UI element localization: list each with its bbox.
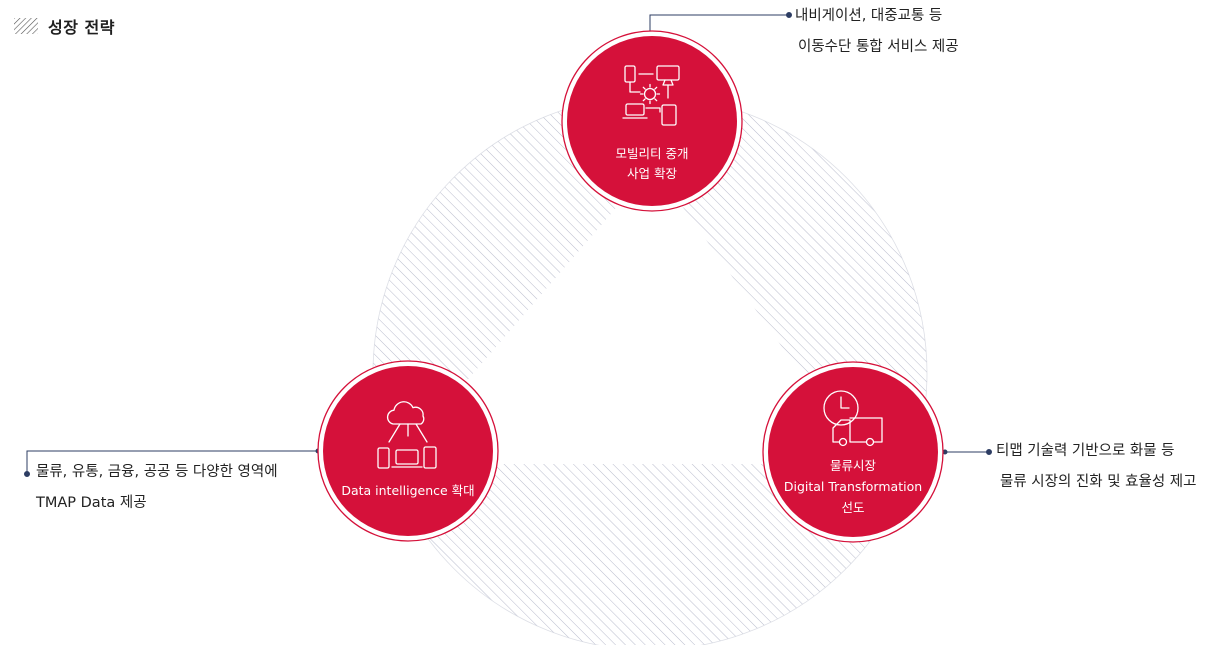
node-mobility-label-1: 모빌리티 중개: [616, 146, 689, 161]
node-mobility-label-2: 사업 확장: [627, 166, 677, 181]
hatched-square-icon: [14, 18, 38, 34]
node-logistics-label-2: Digital Transformation: [784, 479, 922, 494]
section-title: 성장 전략: [14, 14, 115, 38]
device-network-gear-icon: [622, 65, 680, 126]
clock-truck-icon: [823, 390, 883, 447]
node-logistics-label-1: 물류시장: [830, 458, 877, 473]
callout-mobility-line-1: 내비게이션, 대중교통 등: [795, 8, 943, 24]
connector-dot-data-end: [24, 471, 30, 477]
callout-data-line-1: 물류, 유통, 금융, 공공 등 다양한 영역에: [36, 464, 278, 480]
callout-logistics: 티맵 기술력 기반으로 화물 등 물류 시장의 진화 및 효율성 제고: [996, 436, 1196, 498]
callout-data-line-2: TMAP Data 제공: [36, 495, 147, 511]
connector-dot-mobility-end: [786, 12, 792, 18]
callout-mobility: 내비게이션, 대중교통 등 이동수단 통합 서비스 제공: [795, 1, 959, 63]
callout-mobility-line-2: 이동수단 통합 서비스 제공: [798, 39, 959, 55]
node-data-label-1: Data intelligence 확대: [341, 483, 474, 498]
node-mobility: 모빌리티 중개 사업 확장: [561, 30, 743, 212]
connector-dot-logistics-end: [986, 449, 992, 455]
cloud-devices-icon: [377, 401, 437, 469]
node-data: Data intelligence 확대: [317, 360, 499, 542]
node-logistics-label-3: 선도: [841, 500, 864, 515]
callout-logistics-line-1: 티맵 기술력 기반으로 화물 등: [996, 443, 1175, 459]
connector-data: [26, 450, 318, 474]
page-title: 성장 전략: [48, 18, 115, 37]
node-logistics: 물류시장 Digital Transformation 선도: [762, 361, 944, 543]
callout-data: 물류, 유통, 금융, 공공 등 다양한 영역에 TMAP Data 제공: [36, 457, 278, 519]
callout-logistics-line-2: 물류 시장의 진화 및 효율성 제고: [1000, 474, 1197, 490]
